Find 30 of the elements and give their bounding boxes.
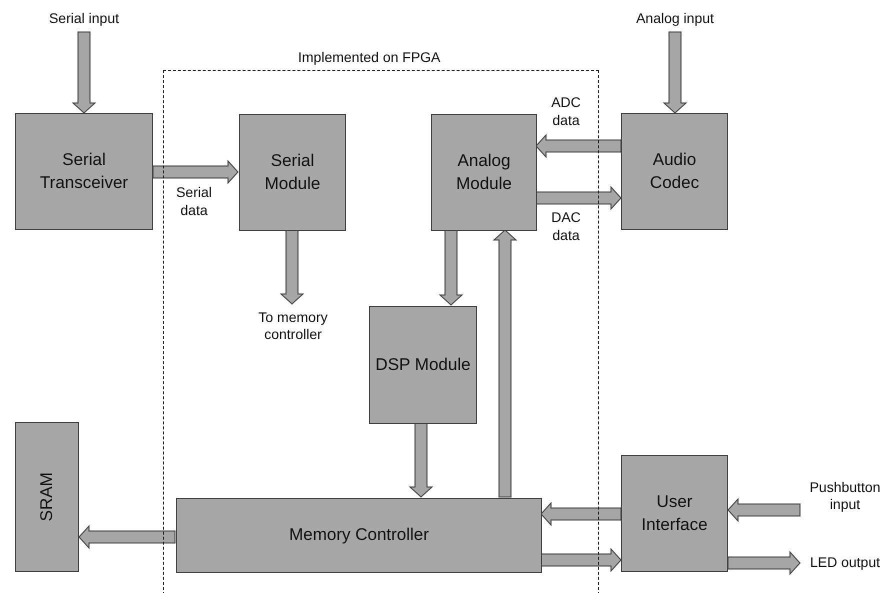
memory-block: SRAM bbox=[15, 422, 79, 572]
block-arrow bbox=[438, 230, 464, 306]
block-arrow bbox=[535, 134, 622, 158]
module-block: Serial Module bbox=[239, 114, 346, 231]
block-arrow bbox=[536, 186, 622, 210]
module-block: Analog Module bbox=[431, 114, 537, 231]
output-label: LED output bbox=[800, 552, 890, 574]
edge-label: Serial data bbox=[175, 183, 213, 220]
block-arrow bbox=[540, 502, 622, 526]
controller-block: Memory Controller bbox=[176, 498, 542, 573]
codec-block: Audio Codec bbox=[621, 113, 728, 230]
destination-label: To memory controller bbox=[238, 305, 348, 347]
block-arrow bbox=[152, 160, 239, 184]
input-label: Pushbutton input bbox=[800, 477, 890, 515]
input-label: Analog input bbox=[615, 6, 735, 32]
transceiver-block: Serial Transceiver bbox=[15, 113, 153, 230]
interface-block: User Interface bbox=[621, 455, 728, 572]
block-arrow bbox=[540, 548, 622, 572]
module-block: DSP Module bbox=[369, 306, 477, 424]
edge-label: DAC data bbox=[550, 208, 582, 244]
edge-label: ADC data bbox=[550, 93, 582, 130]
block-arrow bbox=[408, 422, 434, 498]
block-arrow bbox=[662, 32, 688, 114]
block-arrow bbox=[727, 498, 800, 522]
block-arrow bbox=[728, 550, 801, 576]
input-label: Serial input bbox=[24, 6, 144, 32]
block-arrow bbox=[492, 229, 518, 498]
block-arrow bbox=[72, 32, 96, 114]
block-arrow bbox=[78, 524, 176, 550]
block-arrow bbox=[280, 230, 304, 305]
